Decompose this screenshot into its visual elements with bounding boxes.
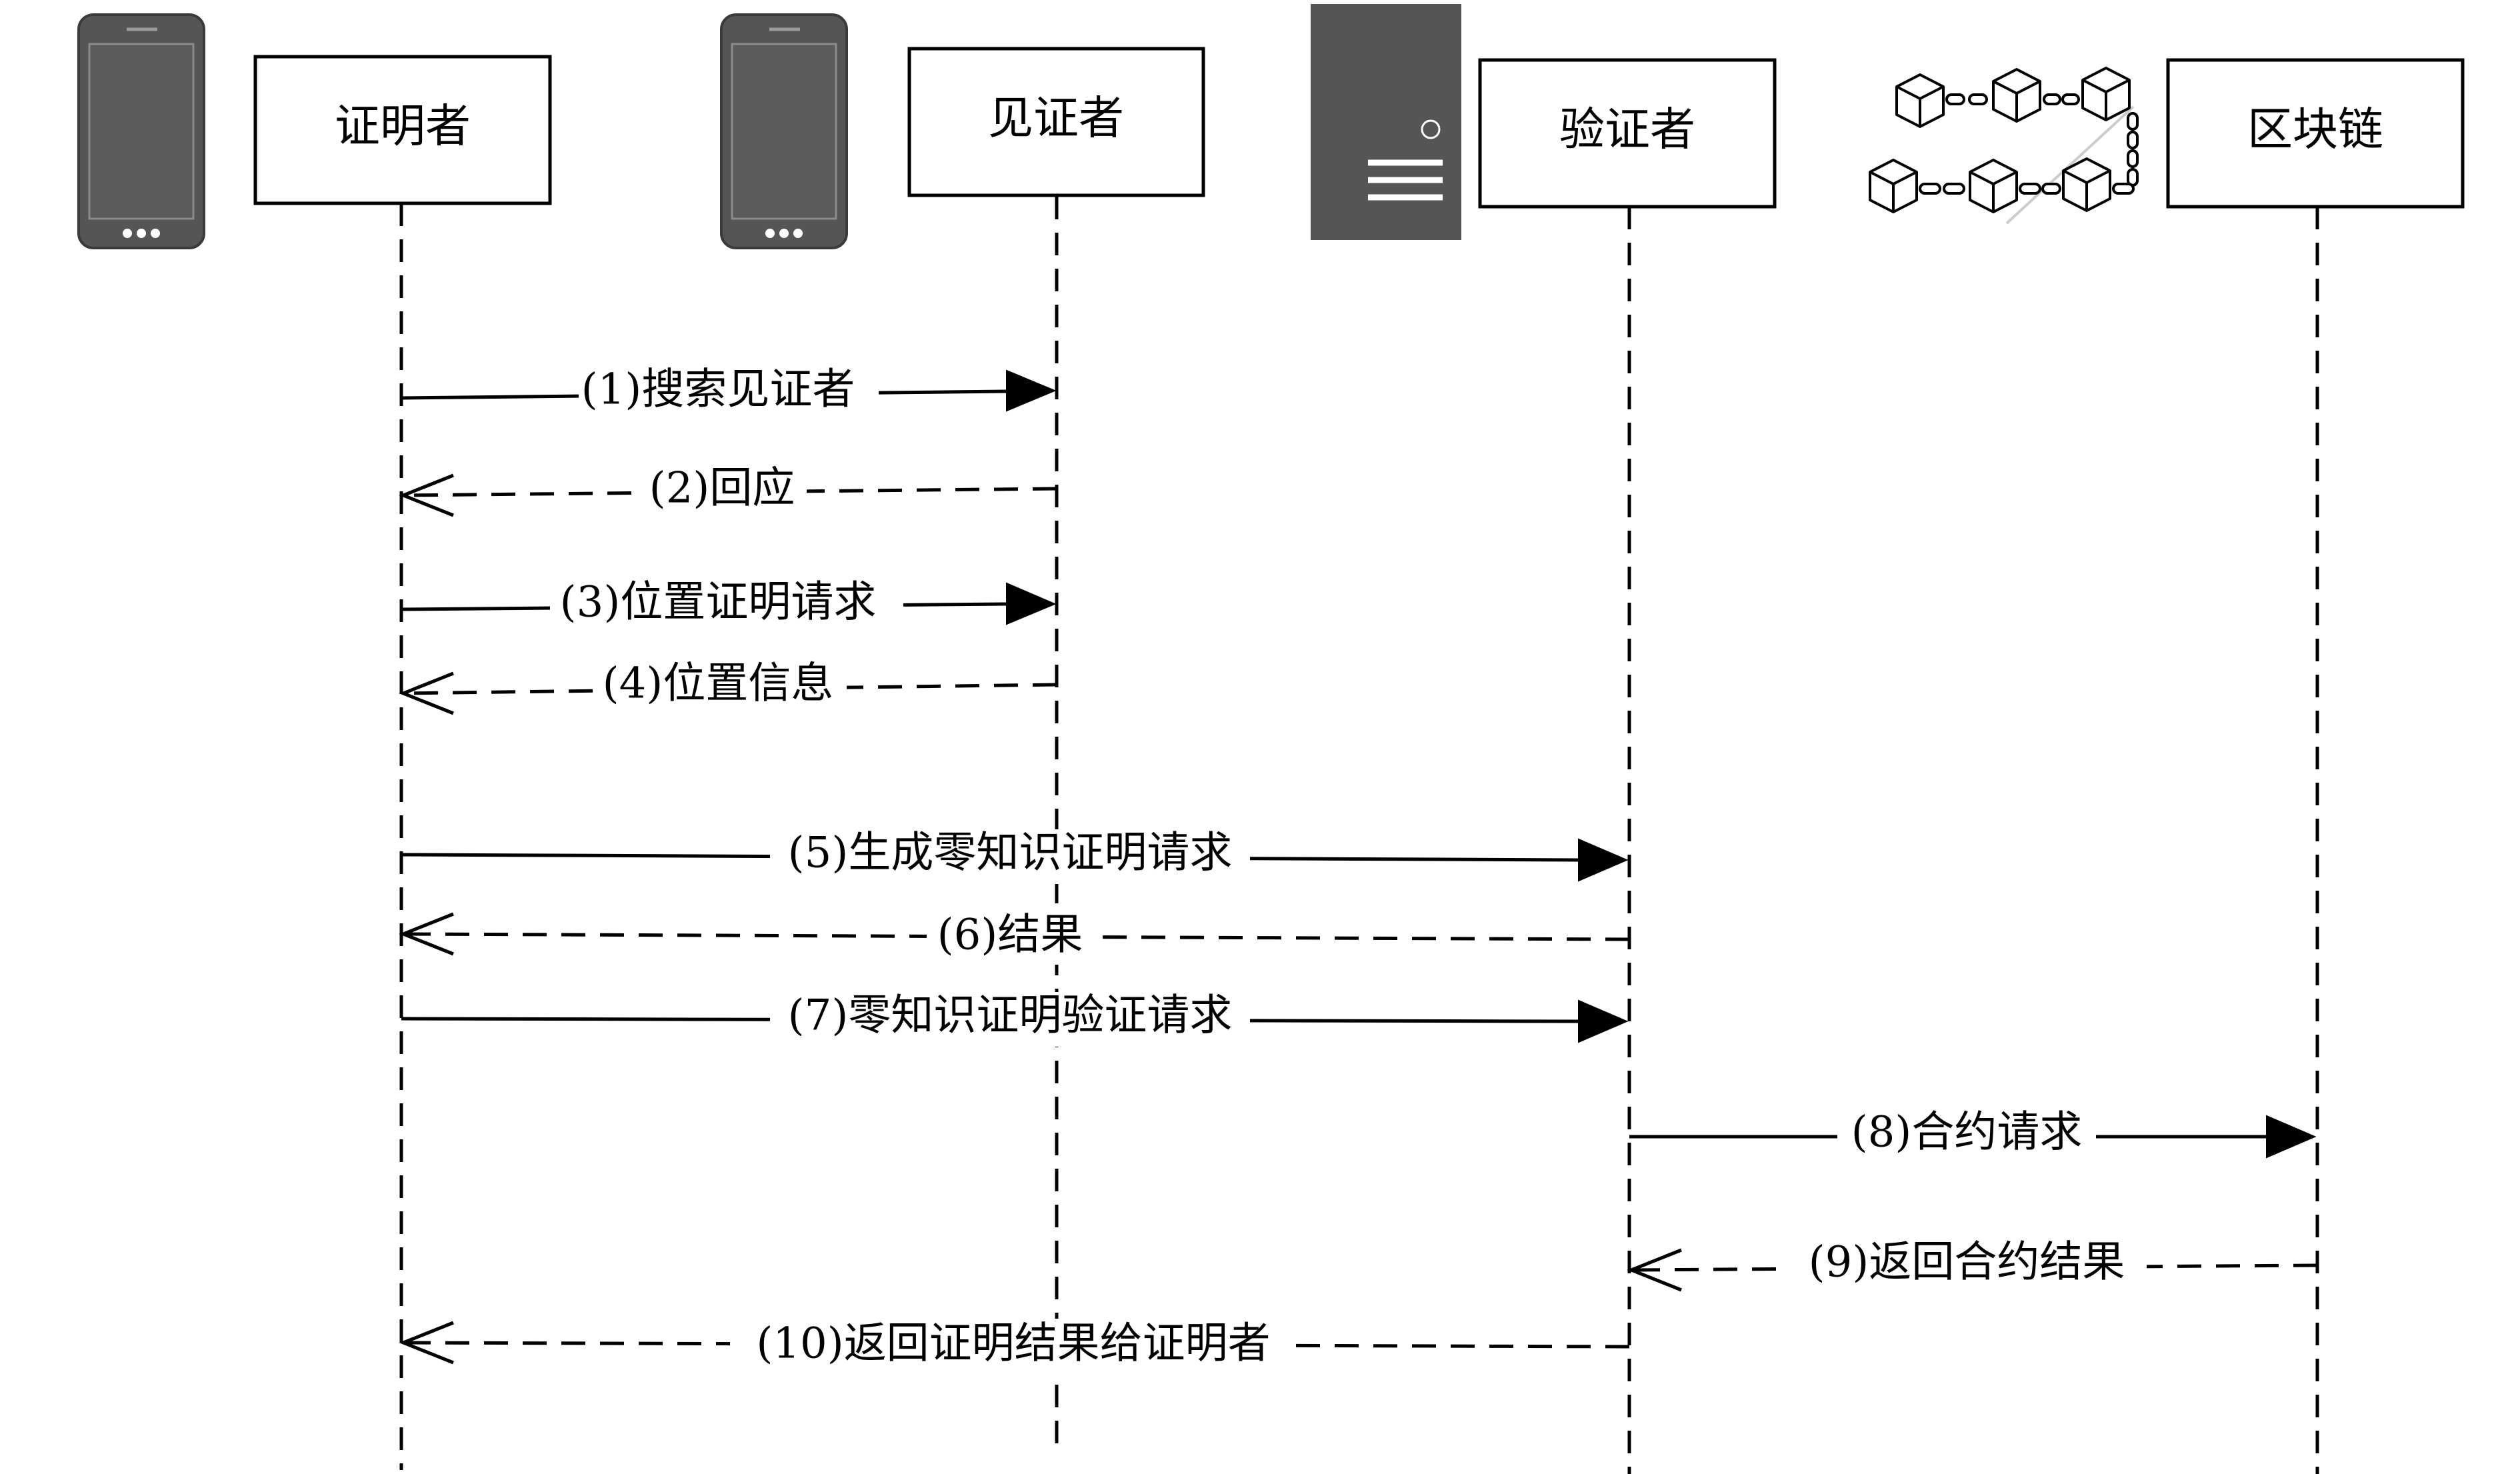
server-icon (1311, 4, 1461, 240)
message-label: (9)返回合约结果 (1809, 1238, 2125, 1287)
message-label: (10)返回证明结果给证明者 (756, 1319, 1270, 1369)
message-label: (2)回应 (649, 464, 795, 513)
actor-label: 见证者 (988, 93, 1124, 145)
message-label: (5)生成零知识证明请求 (788, 829, 1233, 878)
message-3: (3)位置证明请求 (401, 577, 1057, 632)
message-label: (1)搜索见证者 (581, 365, 855, 415)
actor-prover: 证明者 (253, 55, 552, 205)
message-8: (8)合约请求 (1629, 1108, 2317, 1163)
message-label: (6)结果 (937, 911, 1083, 960)
actor-label: 证明者 (335, 101, 471, 153)
actor-verifier: 验证者 (1478, 58, 1777, 209)
message-10: (10)返回证明结果给证明者 (399, 1319, 1630, 1375)
message-9: (9)返回合约结果 (1627, 1238, 2318, 1295)
smartphone-icon (77, 13, 205, 249)
message-1: (1)搜索见证者 (401, 365, 1057, 419)
message-label: (3)位置证明请求 (560, 578, 877, 627)
message-label: (7)零知识证明验证请求 (788, 991, 1233, 1041)
blockchain-icon (1869, 67, 2139, 225)
actor-blockchain: 区块链 (2166, 58, 2465, 209)
message-2: (2)回应 (399, 464, 1057, 518)
actor-witness: 见证者 (907, 47, 1205, 197)
message-7: (7)零知识证明验证请求 (401, 991, 1629, 1047)
message-6: (6)结果 (399, 910, 1630, 965)
actor-label: 区块链 (2247, 104, 2383, 157)
actor-label: 验证者 (1559, 104, 1695, 157)
message-label: (4)位置信息 (603, 659, 834, 709)
smartphone-icon (720, 13, 848, 249)
message-5: (5)生成零知识证明请求 (401, 829, 1629, 884)
message-label: (8)合约请求 (1851, 1108, 2083, 1157)
message-4: (4)位置信息 (399, 659, 1057, 715)
